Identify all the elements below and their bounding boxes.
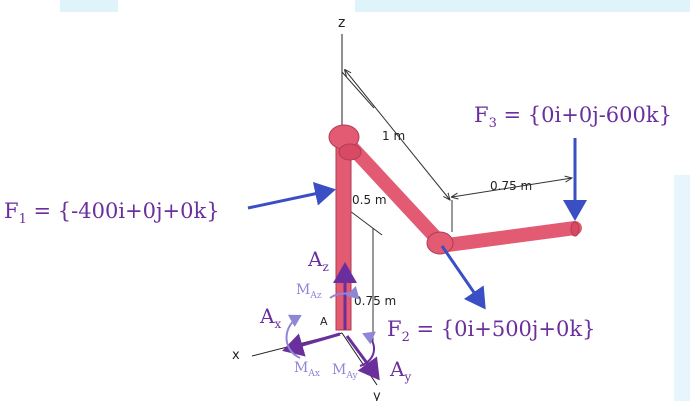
ax-label: Ax bbox=[259, 304, 281, 331]
maz-moment-arc bbox=[329, 285, 360, 300]
f2-arrow bbox=[440, 245, 486, 310]
dim-label-0.75m-vertical: 0.75 m bbox=[354, 294, 396, 308]
pipe-elbow-bottom bbox=[426, 231, 454, 255]
ax-arrow bbox=[282, 332, 341, 357]
dim-label-0.5m: 0.5 m bbox=[352, 193, 387, 207]
dim-line-1m bbox=[345, 70, 450, 200]
dim-label-1m: 1 m bbox=[382, 129, 405, 143]
support-point-label: A bbox=[320, 315, 328, 328]
dim-ext-top bbox=[341, 71, 375, 109]
f1-arrow bbox=[247, 181, 336, 210]
pipe-horizontal bbox=[433, 221, 582, 253]
pipe-assembly bbox=[328, 124, 582, 331]
header-tint-right bbox=[355, 0, 690, 12]
f1-label: F1 = {-400i+0j+0k} bbox=[4, 199, 220, 227]
header-tint-left bbox=[60, 0, 118, 12]
y-axis-label: y bbox=[373, 389, 381, 401]
ay-arrow bbox=[345, 335, 380, 381]
dim-label-0.75m-top: 0.75 m bbox=[490, 179, 532, 193]
pipe-end-cap bbox=[570, 221, 580, 237]
max-moment-arc bbox=[285, 314, 302, 359]
ay-label: Ay bbox=[389, 357, 411, 384]
z-axis-label: z bbox=[338, 15, 345, 31]
x-axis-label: x bbox=[232, 348, 240, 363]
f3-label: F3 = {0i+0j-600k} bbox=[474, 103, 672, 131]
may-moment-arc bbox=[359, 331, 376, 367]
dim-line-0.75m-top bbox=[452, 178, 572, 197]
max-label: MAx bbox=[294, 360, 320, 379]
az-label: Az bbox=[307, 247, 329, 274]
maz-label: MAz bbox=[296, 282, 322, 301]
pipe-diagonal bbox=[340, 135, 445, 247]
pipe-joint-top bbox=[338, 143, 362, 161]
f2-label: F2 = {0i+500j+0k} bbox=[387, 317, 595, 345]
side-tint bbox=[674, 175, 690, 401]
may-label: MAy bbox=[332, 362, 358, 381]
